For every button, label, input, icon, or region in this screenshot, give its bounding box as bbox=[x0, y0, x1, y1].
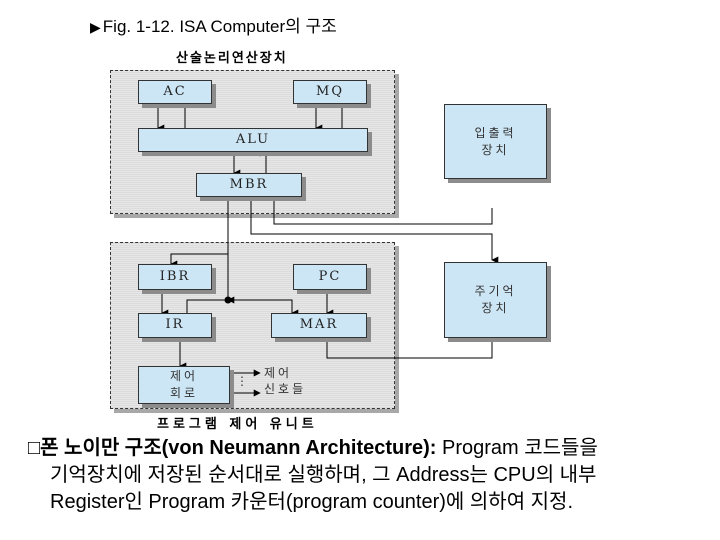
description-line1: □폰 노이만 구조(von Neumann Architecture): Pro… bbox=[28, 435, 718, 462]
register-ibr-label: IBR bbox=[159, 268, 191, 284]
register-mq-label: MQ bbox=[316, 83, 344, 99]
control-circuit-label-line2: 회로 bbox=[169, 386, 199, 400]
register-ir: IR bbox=[138, 313, 212, 338]
alu-label: ALU bbox=[235, 131, 271, 147]
register-mar: MAR bbox=[271, 313, 367, 338]
description-title: 폰 노이만 구조(von Neumann Architecture): bbox=[40, 437, 437, 459]
program-control-unit-title: 프로그램 제어 유니트 bbox=[157, 417, 318, 432]
signal-dots: ⋮ bbox=[236, 374, 248, 388]
register-ibr: IBR bbox=[138, 264, 212, 290]
io-device: 입출력 장치 bbox=[444, 104, 547, 179]
triangle-marker-icon: ▶ bbox=[90, 19, 101, 35]
main-memory-label-line2: 장치 bbox=[481, 301, 510, 315]
alu-unit-title: 산술논리연산장치 bbox=[176, 51, 288, 66]
register-mar-label: MAR bbox=[299, 317, 339, 333]
io-device-label-line2: 장치 bbox=[481, 142, 510, 157]
description-line3: Register인 Program 카운터(program counter)에 … bbox=[50, 491, 574, 513]
main-memory-label-line1: 주기억 bbox=[474, 284, 517, 299]
io-device-label-line1: 입출력 bbox=[474, 125, 517, 140]
register-ac-label: AC bbox=[163, 83, 187, 99]
register-pc-label: PC bbox=[318, 268, 342, 284]
register-mbr-label: MBR bbox=[229, 176, 269, 192]
description-line2: 기억장치에 저장된 순서대로 실행하며, 그 Address는 CPU의 내부 bbox=[50, 464, 597, 486]
register-ir-label: IR bbox=[165, 317, 185, 333]
control-circuit-label-line1: 제어 bbox=[169, 369, 199, 384]
control-signals-line2: 신호들 bbox=[264, 381, 307, 396]
caption-text: Fig. 1-12. ISA Computer의 구조 bbox=[102, 17, 337, 36]
register-pc: PC bbox=[293, 264, 367, 290]
description-paragraph: □폰 노이만 구조(von Neumann Architecture): Pro… bbox=[28, 435, 718, 516]
control-signals-label: 제어 신호들 bbox=[264, 366, 306, 397]
control-circuit: 제어 회로 bbox=[138, 366, 230, 404]
figure-caption: ▶Fig. 1-12. ISA Computer의 구조 bbox=[90, 12, 337, 37]
description-line1-rest: Program 코드들을 bbox=[436, 437, 598, 459]
control-signals-line1: 제어 bbox=[264, 366, 293, 380]
register-mq: MQ bbox=[293, 80, 367, 104]
main-memory-device: 주기억 장치 bbox=[444, 262, 547, 338]
bullet-square-icon: □ bbox=[28, 437, 41, 459]
register-mbr: MBR bbox=[196, 173, 302, 197]
alu-block: ALU bbox=[138, 128, 368, 152]
register-ac: AC bbox=[138, 80, 212, 104]
